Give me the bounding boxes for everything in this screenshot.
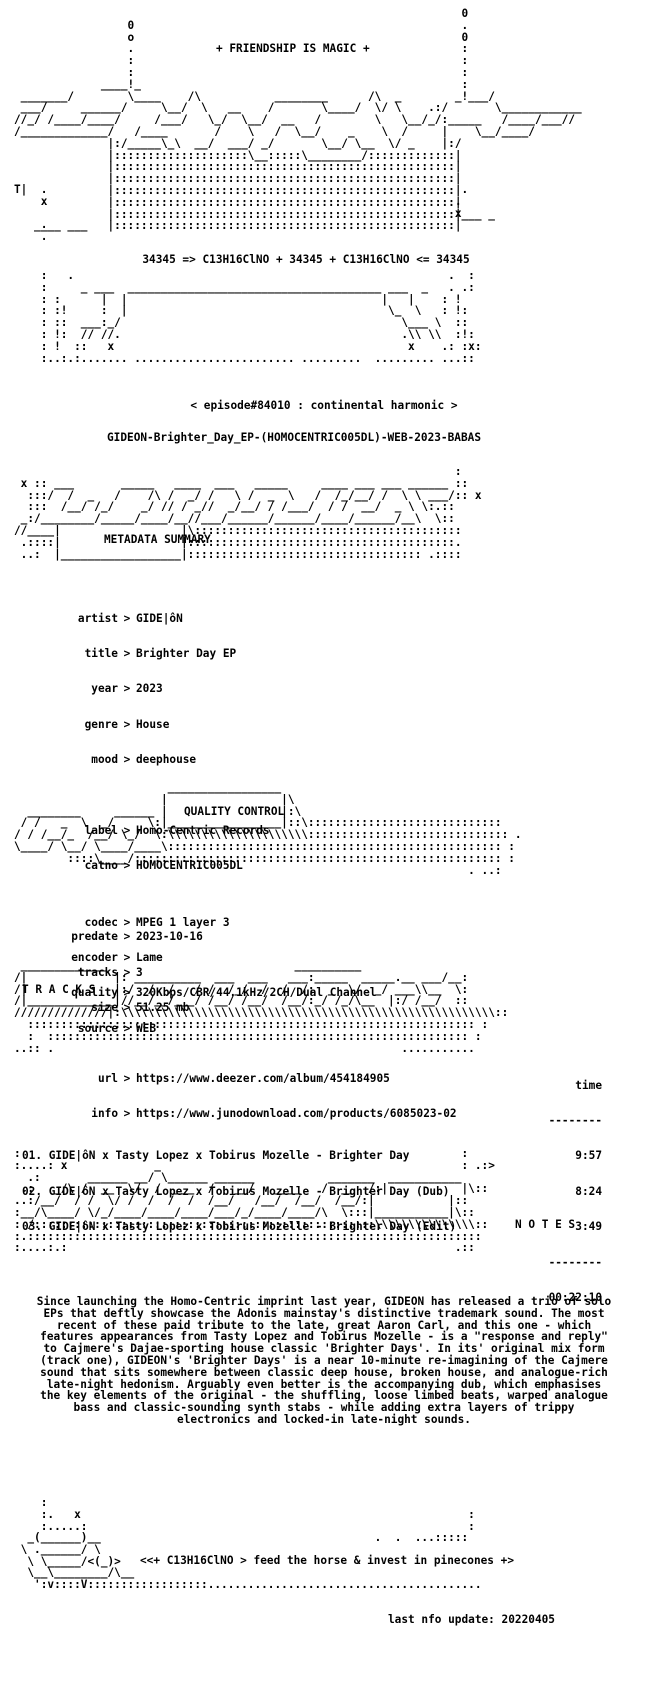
castle-art: 0 0 . o 0 . (14, 7, 582, 233)
juno-url: https://www.junodownload.com/products/60… (136, 1107, 457, 1121)
last-update: last nfo update: 20220405 (388, 1613, 555, 1626)
total-time: 00:22:10 (548, 1290, 602, 1304)
track-row: 03. GIDE|ôN x Tasty Lopez x Tobirus Moze… (22, 1220, 602, 1234)
quality-art: _________________ | |\ ________ ______ |… (14, 781, 522, 877)
track-row: 02. GIDE|ôN x Tasty Lopez x Tobirus Moze… (22, 1184, 602, 1198)
deezer-url: https://www.deezer.com/album/454184905 (136, 1071, 390, 1085)
track-row: 01. GIDE|ôN x Tasty Lopez x Tobirus Moze… (22, 1149, 602, 1163)
footer-art: : :. x : :.....: : _(______)__ . . (20, 1496, 475, 1568)
section-quality: QUALITY CONTROL (184, 805, 285, 818)
hall-art: : . . : : _ ___ ________________________… (40, 269, 482, 365)
section-metadata: METADATA SUMMARY (104, 533, 211, 546)
notes-art: : : :....: x _ : .:> .: ______ __/ \____… (14, 1147, 495, 1255)
metadata-list: artist>GIDE|ôN title>Brighter Day EP yea… (71, 611, 457, 1121)
time-header: time (575, 1078, 602, 1092)
footer-tagline: <<+ C13H16ClNO > feed the horse & invest… (140, 1554, 515, 1567)
release-name: GIDEON-Brighter_Day_EP-(HOMOCENTRIC005DL… (106, 431, 482, 444)
episode-line: < episode#84010 : continental harmonic > (190, 399, 458, 412)
notes-text: Since launching the Homo-Centric imprint… (36, 1295, 612, 1426)
footer-rule: \__\________/\__ ':v::::V:::::::::::::::… (27, 1566, 482, 1591)
section-notes: N O T E S (515, 1218, 576, 1231)
metadata-art: : x :: ___ _____ ____ ___ _____ ____ ___… (14, 465, 482, 561)
banner-text: + FRIENDSHIP IS MAGIC + (216, 42, 370, 55)
section-tracks: T R A C K S (22, 983, 96, 996)
formula-line: 34345 => C13H16ClNO + 34345 + C13H16ClNO… (142, 253, 470, 266)
quality-list: codec>MPEG 1 layer 3 encoder>Lame qualit… (71, 915, 377, 1035)
tracks-art: _____________ __________ /| |: _________… (14, 959, 509, 1055)
tracklist: time -------- 01. GIDE|ôN x Tasty Lopez … (22, 1078, 602, 1304)
side-marks: T| . . x . (14, 183, 469, 244)
